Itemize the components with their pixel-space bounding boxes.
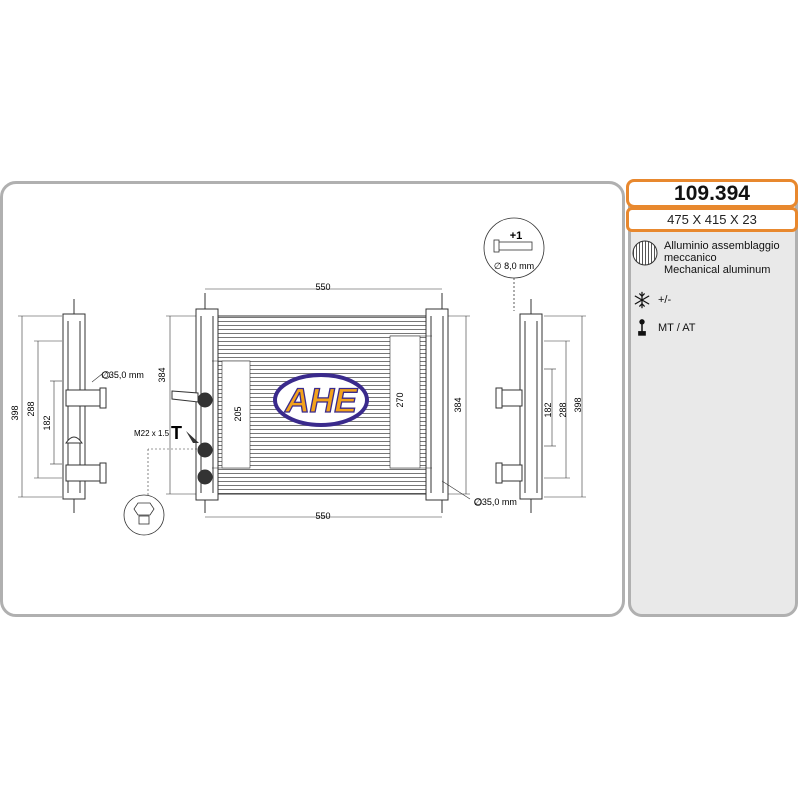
width-top-label: 550 bbox=[315, 282, 330, 292]
spec-material: Alluminio assemblaggio meccanico Mechani… bbox=[632, 240, 780, 276]
right-side-view bbox=[495, 299, 586, 513]
right-dim-182: 182 bbox=[543, 402, 553, 417]
diameter-symbol bbox=[474, 498, 482, 506]
spec-transmission-label: MT / AT bbox=[658, 322, 696, 334]
inner-right-label: 270 bbox=[395, 392, 405, 407]
right-dim-288: 288 bbox=[558, 402, 568, 417]
drain-plug-detail bbox=[123, 494, 165, 536]
sensor-detail bbox=[483, 217, 545, 311]
ahe-logo: AHE bbox=[284, 382, 358, 420]
pipe-left-label: ∅35,0 mm bbox=[101, 370, 144, 380]
spec-material-line-1: Alluminio assemblaggio bbox=[664, 240, 780, 252]
technical-drawing: 398 288 182 ∅35,0 mm bbox=[10, 217, 586, 536]
spec-transmission: MT / AT bbox=[632, 318, 696, 338]
height-left-label: 384 bbox=[157, 367, 167, 382]
height-right-label: 384 bbox=[453, 397, 463, 412]
gearstick-icon bbox=[638, 319, 646, 336]
aluminum-core-icon bbox=[632, 240, 658, 266]
plug-mark: T bbox=[171, 423, 182, 443]
right-dim-398: 398 bbox=[573, 397, 583, 412]
radiator-front-view bbox=[147, 288, 471, 518]
diameter-symbol bbox=[102, 371, 110, 379]
spec-ac: +/- bbox=[632, 290, 671, 310]
spec-material-line-2: meccanico bbox=[664, 252, 717, 264]
product-code: 109.394 bbox=[626, 179, 798, 208]
left-dim-288: 288 bbox=[26, 401, 36, 416]
sensor-diameter: ∅ 8,0 mm bbox=[494, 261, 534, 271]
product-dimensions: 475 X 415 X 23 bbox=[626, 207, 798, 232]
spec-material-line-3: Mechanical aluminum bbox=[664, 264, 771, 276]
width-bottom-label: 550 bbox=[315, 511, 330, 521]
sensor-count: +1 bbox=[510, 230, 523, 242]
pipe-right-label: ∅35,0 mm bbox=[474, 497, 517, 507]
spec-ac-label: +/- bbox=[658, 294, 672, 306]
ahe-logo-ring bbox=[273, 373, 369, 427]
left-dim-398: 398 bbox=[10, 405, 20, 420]
plug-arrow bbox=[186, 431, 199, 443]
snowflake-icon bbox=[634, 291, 650, 309]
left-side-view bbox=[18, 299, 107, 513]
thread-label: M22 x 1.5 bbox=[134, 429, 170, 438]
left-dim-182: 182 bbox=[42, 415, 52, 430]
inner-left-label: 205 bbox=[233, 406, 243, 421]
